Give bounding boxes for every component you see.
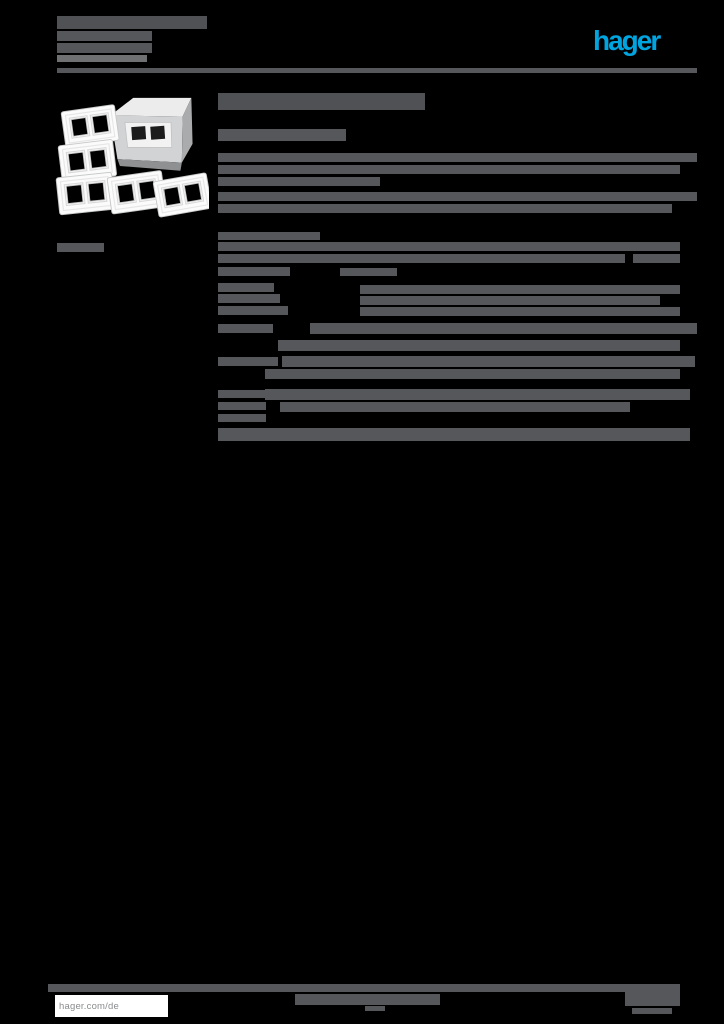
- redacted-text-line: [218, 177, 380, 186]
- redacted-text-line: [632, 1008, 672, 1014]
- redacted-text-line: [278, 340, 680, 351]
- redacted-text-line: [57, 55, 147, 62]
- redacted-text-line: [218, 267, 290, 276]
- hager-logo-text: hager: [593, 25, 661, 56]
- redacted-text-line: [280, 402, 630, 412]
- redacted-text-line: [48, 984, 680, 992]
- redacted-text-line: [218, 254, 625, 263]
- redacted-text-line: [360, 296, 660, 305]
- redacted-text-line: [218, 283, 274, 292]
- redacted-text-line: [218, 294, 280, 303]
- redacted-text-line: [340, 268, 397, 276]
- redacted-text-line: [625, 992, 680, 1006]
- frame-illustration: [55, 171, 116, 216]
- redacted-text-line: [633, 254, 680, 263]
- redacted-text-line: [218, 390, 266, 398]
- redacted-text-line: [218, 153, 697, 162]
- redacted-text-line: [360, 307, 680, 316]
- mounting-box-illustration: [110, 97, 193, 171]
- redacted-text-line: [57, 31, 152, 41]
- redacted-text-line: [365, 1006, 385, 1011]
- redacted-text-line: [218, 192, 697, 201]
- redacted-text-line: [295, 994, 440, 1005]
- redacted-text-line: [218, 306, 288, 315]
- redacted-text-line: [218, 93, 425, 110]
- redacted-text-line: [218, 242, 680, 251]
- redacted-text-line: [265, 389, 690, 400]
- redacted-text-line: [360, 285, 680, 294]
- redacted-text-line: [218, 414, 266, 422]
- redacted-text-line: [57, 43, 152, 53]
- hager-logo: hager: [593, 26, 683, 58]
- footer-website-link[interactable]: hager.com/de: [59, 1000, 119, 1012]
- redacted-text-line: [310, 323, 697, 334]
- redacted-text-line: [57, 68, 697, 73]
- redacted-text-line: [282, 356, 695, 367]
- footer-website-box: hager.com/de: [55, 995, 168, 1017]
- redacted-text-line: [218, 324, 273, 333]
- redacted-text-line: [218, 165, 680, 174]
- redacted-text-line: [218, 232, 320, 240]
- redacted-text-line: [218, 357, 278, 366]
- redacted-text-line: [218, 204, 672, 213]
- redacted-text-line: [218, 428, 690, 441]
- redacted-text-line: [57, 16, 207, 29]
- product-image: [55, 97, 209, 218]
- redacted-text-line: [218, 129, 346, 141]
- redacted-text-line: [218, 402, 266, 410]
- redacted-text-line: [265, 369, 680, 379]
